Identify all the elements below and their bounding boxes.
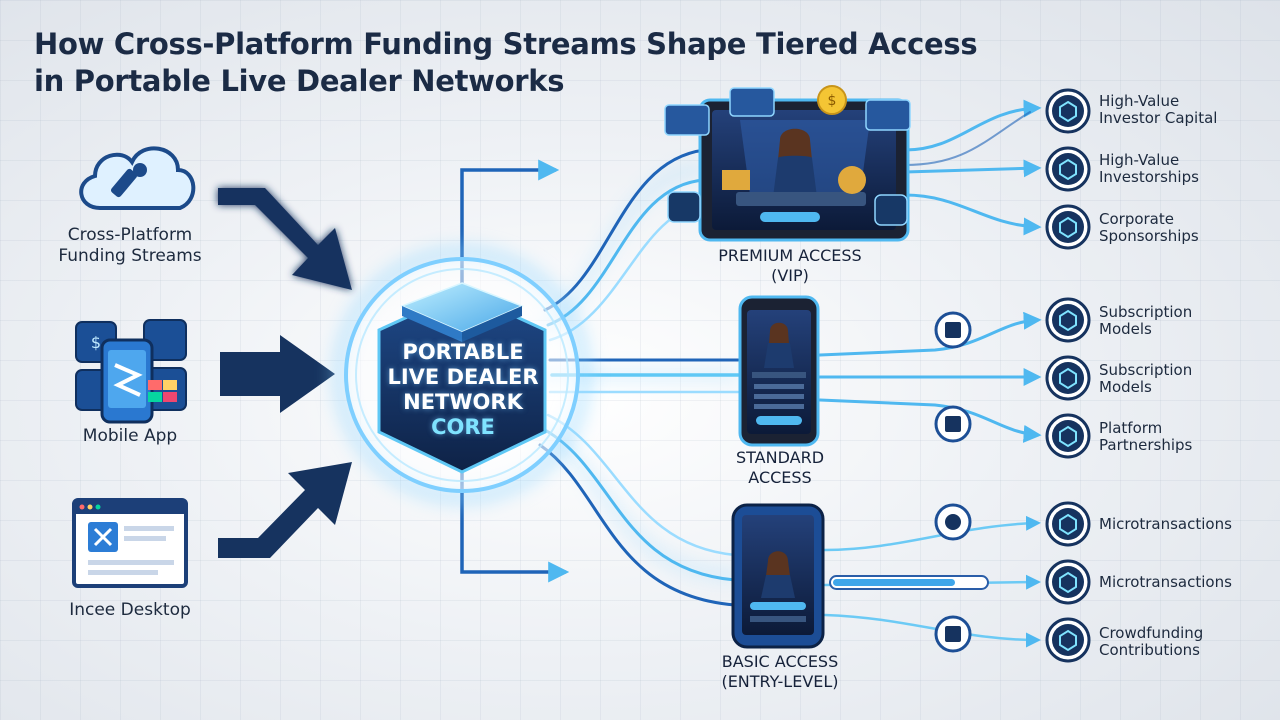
arrow-from-mobile	[220, 335, 335, 413]
source-label-mobile: Mobile App	[40, 426, 220, 447]
source-arrows	[218, 188, 352, 558]
desktop-window-icon	[72, 498, 188, 588]
output-label-8-line1: Microtransactions	[1099, 573, 1232, 591]
cube-icon	[1045, 88, 1091, 134]
mobile-app-icon: $	[75, 319, 187, 424]
output-label-6: Platform Partnerships	[1099, 420, 1192, 454]
output-label-4: Subscription Models	[1099, 304, 1192, 338]
tier-label-standard: STANDARD ACCESS	[680, 448, 880, 488]
tier-label-premium: PREMIUM ACCESS (VIP)	[690, 246, 890, 286]
core-label-line3: NETWORK	[403, 390, 523, 414]
output-label-7: Microtransactions	[1099, 516, 1232, 533]
output-label-8: Microtransactions	[1099, 574, 1232, 591]
subscription-icon	[1045, 297, 1091, 343]
output-label-2: High-Value Investorships	[1099, 152, 1199, 186]
output-label-5: Subscription Models	[1099, 362, 1192, 396]
tier-label-basic-line2: (ENTRY-LEVEL)	[721, 672, 839, 691]
output-label-3-line2: Sponsorships	[1099, 227, 1199, 245]
cloud-icon	[79, 146, 196, 210]
source-label-desktop: Incee Desktop	[40, 600, 220, 621]
graduation-cap-icon	[1045, 501, 1091, 547]
core-label-line4: CORE	[431, 415, 495, 439]
output-label-3-line1: Corporate	[1099, 210, 1174, 228]
output-label-1-line1: High-Value	[1099, 92, 1180, 110]
tablet-icon: $	[664, 85, 911, 242]
output-label-4-line2: Models	[1099, 320, 1152, 338]
sponsorship-icon	[1045, 204, 1091, 250]
output-label-3: Corporate Sponsorships	[1099, 211, 1199, 245]
flow-line-bot-3	[538, 443, 737, 607]
output-label-9-line1: Crowdfunding	[1099, 624, 1204, 642]
core-label-line1: PORTABLE	[402, 340, 524, 364]
tier-label-basic: BASIC ACCESS (ENTRY-LEVEL)	[680, 652, 880, 692]
output-label-6-line1: Platform	[1099, 419, 1163, 437]
output-label-7-line1: Microtransactions	[1099, 515, 1232, 533]
output-icons	[1045, 88, 1091, 663]
output-label-2-line1: High-Value	[1099, 151, 1180, 169]
tier-label-premium-line2: (VIP)	[771, 266, 809, 285]
source-label-funding-line1: Cross-Platform	[67, 225, 193, 245]
svg-text:$: $	[828, 93, 837, 109]
crowdfunding-icon	[1045, 617, 1091, 663]
partnership-icon	[1045, 413, 1091, 459]
smartphone-icon	[738, 295, 820, 447]
source-label-mobile-line1: Mobile App	[82, 426, 178, 446]
tier-label-standard-line1: STANDARD	[735, 448, 825, 467]
flow-line-top-1	[543, 148, 707, 312]
output-label-6-line2: Partnerships	[1099, 436, 1193, 454]
svg-text:$: $	[91, 333, 101, 352]
core-label: PORTABLE LIVE DEALER NETWORK CORE	[378, 340, 548, 440]
output-label-4-line1: Subscription	[1099, 303, 1193, 321]
core-label-line2: LIVE DEALER	[387, 365, 539, 389]
coins-icon	[1045, 559, 1091, 605]
arrow-from-desktop	[218, 462, 352, 558]
source-label-funding-line2: Funding Streams	[58, 246, 202, 266]
output-label-1-line2: Investor Capital	[1099, 109, 1218, 127]
output-label-5-line2: Models	[1099, 378, 1152, 396]
output-label-9-line2: Contributions	[1099, 641, 1200, 659]
output-label-5-line1: Subscription	[1099, 361, 1193, 379]
title-line-1: How Cross-Platform Funding Streams Shape…	[34, 27, 978, 61]
output-label-2-line2: Investorships	[1099, 168, 1199, 186]
source-label-desktop-line1: Incee Desktop	[69, 600, 191, 620]
tier-label-basic-line1: BASIC ACCESS	[721, 652, 839, 671]
tier-label-standard-line2: ACCESS	[748, 468, 812, 487]
tier-label-premium-line1: PREMIUM ACCESS	[718, 246, 862, 265]
page-title: How Cross-Platform Funding Streams Shape…	[34, 26, 1074, 100]
arrow-from-cloud	[218, 188, 352, 290]
network-core	[333, 246, 591, 504]
source-label-funding: Cross-Platform Funding Streams	[40, 225, 220, 267]
flow-lines-tiers-to-outputs	[818, 99, 1042, 648]
progress-bar	[829, 575, 989, 590]
rugged-phone-icon	[731, 503, 825, 649]
hexagon-icon	[1045, 146, 1091, 192]
title-line-2: in Portable Live Dealer Networks	[34, 64, 565, 98]
flow-line-bot-2	[543, 428, 737, 582]
intermediate-icons	[934, 311, 972, 653]
output-label-9: Crowdfunding Contributions	[1099, 625, 1203, 659]
dollar-icon	[1045, 355, 1091, 401]
output-label-1: High-Value Investor Capital	[1099, 93, 1217, 127]
